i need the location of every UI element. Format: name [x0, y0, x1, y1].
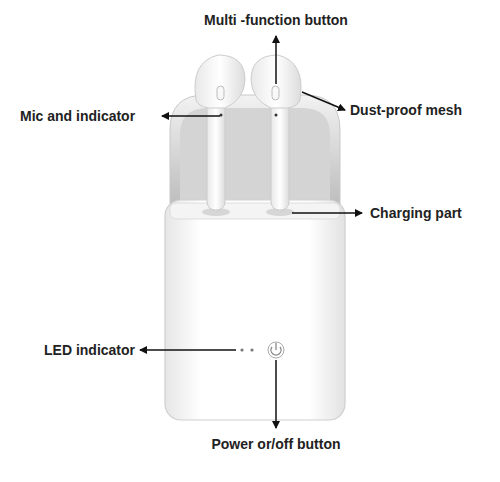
- mic-dot: [275, 114, 278, 117]
- earbud-head: [195, 55, 245, 108]
- part-label: Dust-proof mesh: [350, 102, 462, 119]
- power-symbol: [275, 343, 276, 350]
- earbud-stem: [271, 100, 289, 210]
- button-symbol: [217, 86, 224, 100]
- part-label: LED indicator: [44, 342, 135, 359]
- charging-slot-panel: [170, 203, 340, 219]
- leader-line: [140, 349, 236, 351]
- led-dot: [240, 348, 243, 351]
- power-button: [268, 342, 284, 358]
- button-symbol: [272, 86, 279, 100]
- leader-line: [275, 36, 277, 84]
- case-lid: [170, 95, 340, 205]
- part-label: Mic and indicator: [20, 108, 135, 125]
- lid-inner: [180, 108, 330, 200]
- led-dot: [250, 348, 253, 351]
- leader-line: [162, 115, 220, 117]
- case-base: [165, 200, 345, 420]
- leader-line: [275, 360, 277, 428]
- part-label: Charging part: [370, 205, 462, 222]
- leader-line: [302, 92, 345, 110]
- leader-line: [292, 212, 362, 214]
- part-label: Multi -function button: [204, 12, 348, 29]
- part-label: Power or/off button: [211, 436, 340, 453]
